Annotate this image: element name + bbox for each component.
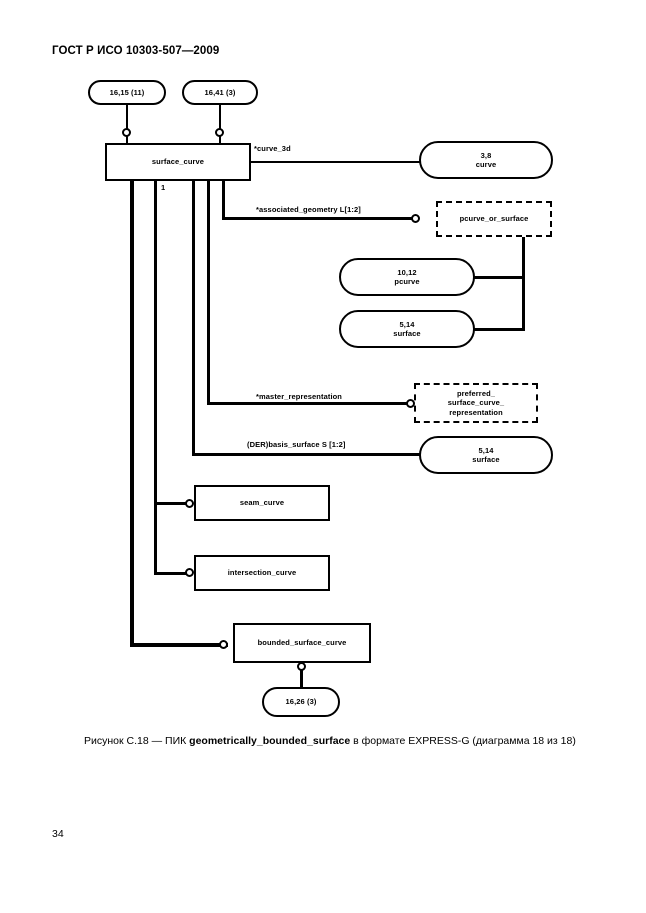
attribute-label-master-representation: *master_representation: [256, 392, 342, 401]
entity-intersection-curve[interactable]: intersection_curve: [194, 555, 330, 591]
type-ref-curve[interactable]: 3,8 curve: [419, 141, 553, 179]
type-ref-surface-2[interactable]: 5,14 surface: [419, 436, 553, 474]
connector-ref-16-15-stem: [126, 136, 128, 144]
page-number: 34: [52, 828, 64, 840]
connector-ref-16-41-stem: [219, 136, 221, 144]
trunk-associated-geometry: [222, 181, 225, 219]
type-ref-curve-number: 3,8: [480, 150, 492, 160]
type-ref-pcurve-name: pcurve: [394, 277, 420, 286]
trunk-subtype-curves: [154, 181, 157, 573]
type-ref-surface-1-number: 5,14: [399, 319, 415, 329]
entity-bounded-surface-curve[interactable]: bounded_surface_curve: [233, 623, 371, 663]
select-line-1: preferred_: [456, 388, 496, 398]
connector-select-to-pcurve: [474, 276, 525, 279]
connector-dot-intersection-curve: [185, 568, 194, 577]
connector-select-to-surface: [474, 328, 525, 331]
express-g-diagram: 16,15 (11) 16,41 (3) surface_curve *curv…: [88, 80, 553, 717]
type-ref-surface-2-number: 5,14: [478, 445, 494, 455]
attribute-label-curve-3d: *curve_3d: [254, 144, 291, 153]
entity-seam-curve[interactable]: seam_curve: [194, 485, 330, 521]
connector-ref-16-15-to-surface-curve: [126, 105, 128, 129]
figure-caption: Рисунок С.18 — ПИК geometrically_bounded…: [84, 734, 576, 748]
trunk-basis-surface: [192, 181, 195, 455]
document-header: ГОСТ Р ИСО 10303-507—2009: [52, 45, 220, 57]
connector-dot-ref-16-41: [215, 128, 224, 137]
connector-bounded-to-page-ref: [300, 663, 303, 688]
page-ref-16-41[interactable]: 16,41 (3): [182, 80, 258, 105]
select-pcurve-or-surface[interactable]: pcurve_or_surface: [436, 201, 552, 237]
connector-curve-3d: [251, 161, 420, 163]
type-ref-pcurve-number: 10,12: [397, 267, 417, 277]
connector-intersection-curve: [154, 572, 192, 575]
connector-master-representation: [207, 402, 408, 405]
select-line-2: surface_curve_: [447, 398, 505, 408]
connector-dot-bounded-surface-curve: [219, 640, 228, 649]
type-ref-surface-2-name: surface: [472, 455, 500, 464]
cardinality-1: 1: [161, 183, 166, 192]
select-line-3: representation: [449, 407, 503, 417]
connector-bounded-surface-curve: [130, 643, 228, 647]
type-ref-pcurve[interactable]: 10,12 pcurve: [339, 258, 475, 296]
connector-select-branch-trunk: [522, 237, 525, 331]
connector-ref-16-41-to-surface-curve: [219, 105, 221, 129]
connector-associated-geometry: [222, 217, 413, 220]
connector-seam-curve: [154, 502, 192, 505]
attribute-label-basis-surface: (DER)basis_surface S [1:2]: [247, 440, 346, 449]
trunk-bounded-surface-curve: [130, 181, 134, 646]
attribute-label-associated-geometry: *associated_geometry L[1:2]: [256, 205, 361, 214]
connector-dot-associated-geometry: [411, 214, 420, 223]
connector-dot-bottom-page-ref: [297, 662, 306, 671]
entity-surface-curve[interactable]: surface_curve: [105, 143, 251, 181]
connector-basis-surface: [192, 453, 422, 456]
connector-dot-master-representation: [406, 399, 415, 408]
select-preferred-surface-curve-representation[interactable]: preferred_ surface_curve_ representation: [414, 383, 538, 423]
connector-dot-ref-16-15: [122, 128, 131, 137]
caption-prefix: Рисунок С.18 — ПИК: [84, 735, 190, 747]
connector-dot-seam-curve: [185, 499, 194, 508]
page-ref-16-26[interactable]: 16,26 (3): [262, 687, 340, 717]
trunk-master-representation: [207, 181, 210, 404]
caption-suffix: в формате EXPRESS-G (диаграмма 18 из 18): [350, 735, 576, 747]
type-ref-surface-1-name: surface: [393, 329, 421, 338]
caption-entity-name: geometrically_bounded_surface: [189, 735, 351, 747]
page-ref-16-15[interactable]: 16,15 (11): [88, 80, 166, 105]
type-ref-curve-name: curve: [475, 160, 497, 169]
type-ref-surface-1[interactable]: 5,14 surface: [339, 310, 475, 348]
